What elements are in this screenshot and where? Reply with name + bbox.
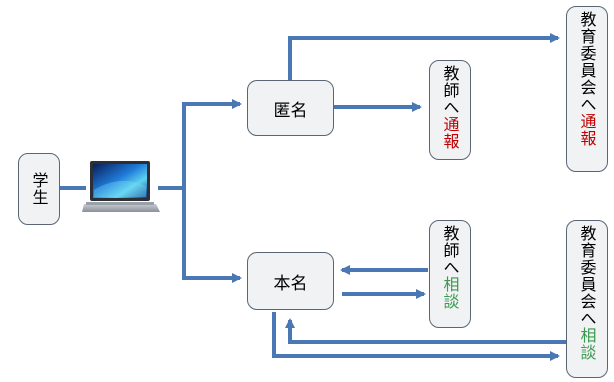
board-consult-prefix: 教育委員会へ <box>577 225 597 327</box>
arrow-to-anonymous <box>182 99 242 188</box>
board-report-node: 教育委員会へ 通報 <box>566 6 608 172</box>
board-report-prefix: 教育委員会へ <box>577 11 597 113</box>
student-label: 学生 <box>29 172 49 206</box>
board-report-action: 通報 <box>577 113 597 147</box>
anonymous-label: 匿名 <box>273 100 308 121</box>
teacher-consult-prefix: 教師へ <box>440 225 460 276</box>
board-consult-node: 教育委員会へ 相談 <box>566 220 608 378</box>
arrow-real-name-to-board-consult <box>272 312 560 361</box>
real-name-label: 本名 <box>273 273 308 294</box>
laptop-icon <box>82 161 160 212</box>
arrow-anonymous-board-report <box>288 33 560 80</box>
teacher-report-prefix: 教師へ <box>440 65 460 116</box>
teacher-consult-node: 教師へ 相談 <box>429 220 471 328</box>
teacher-consult-action: 相談 <box>440 276 460 310</box>
student-node: 学生 <box>18 153 60 225</box>
teacher-report-action: 通報 <box>440 116 460 150</box>
real-name-node: 本名 <box>247 252 334 310</box>
board-consult-action: 相談 <box>577 327 597 361</box>
arrow-to-real-name <box>182 188 242 283</box>
teacher-report-node: 教師へ 通報 <box>429 60 471 160</box>
arrow-board-consult-to-real-name <box>285 318 566 344</box>
anonymous-node: 匿名 <box>247 80 334 136</box>
